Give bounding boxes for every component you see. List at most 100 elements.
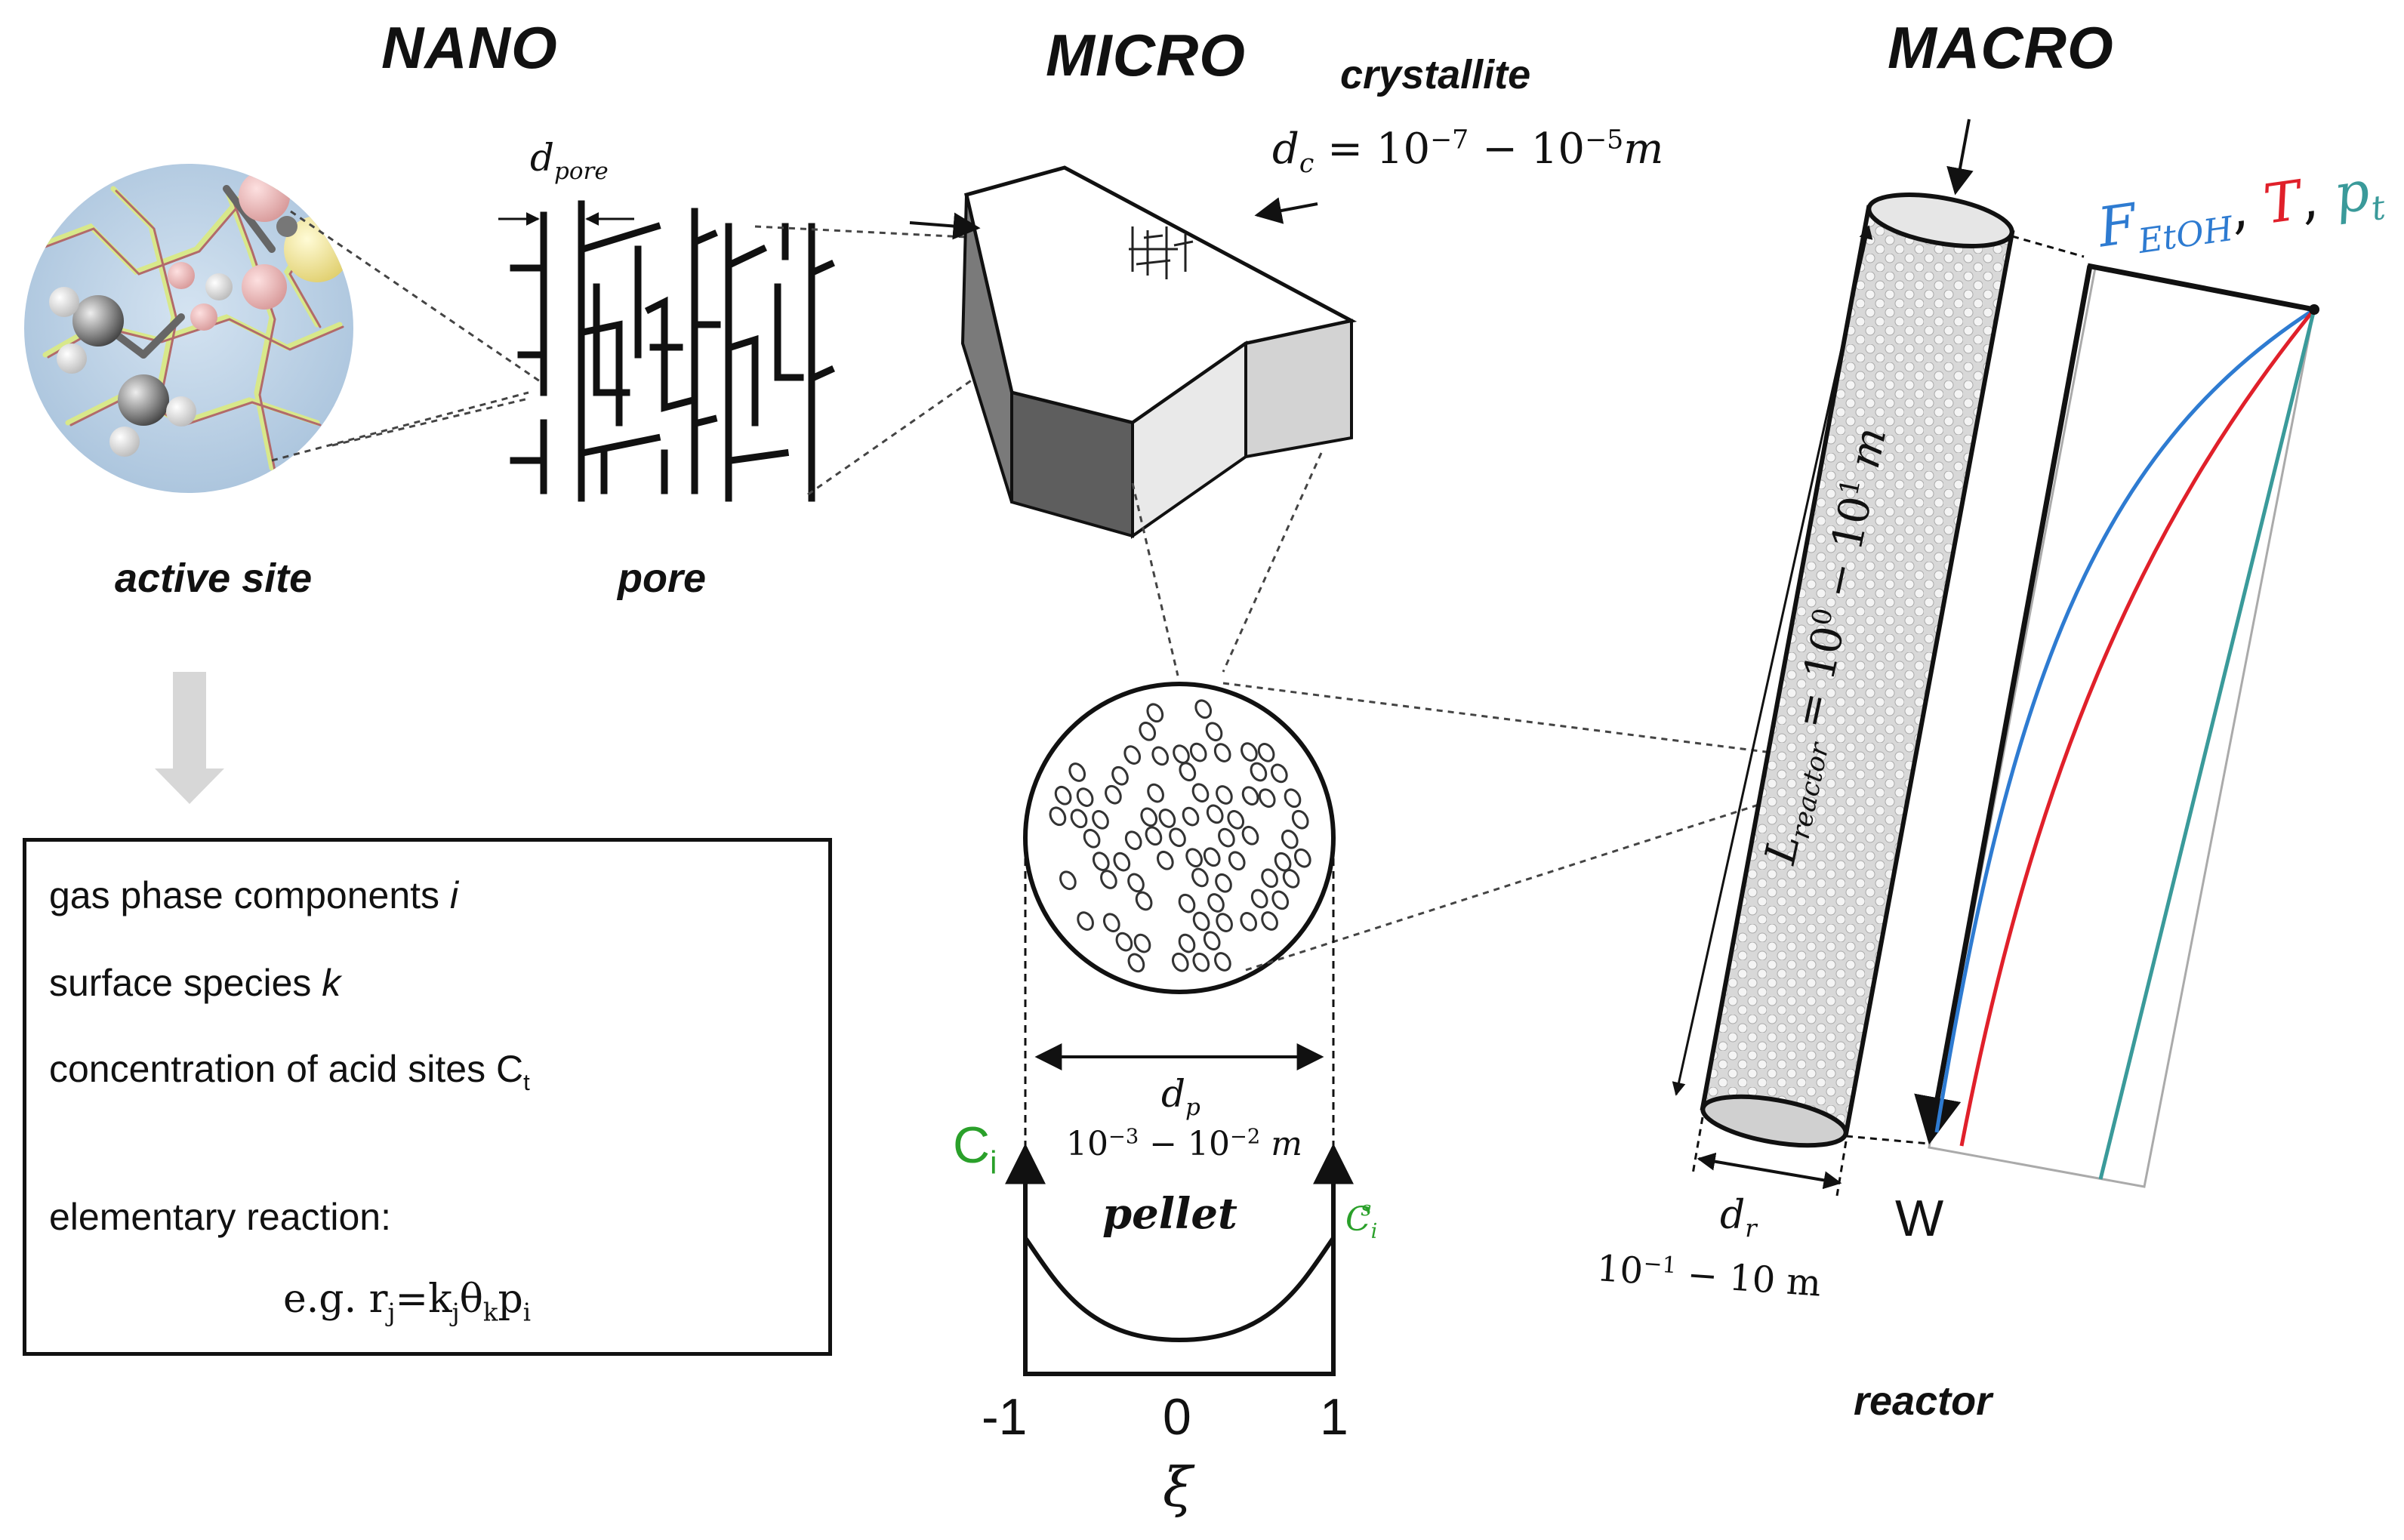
pellet-pore xyxy=(1156,850,1174,870)
pellet-pore xyxy=(1169,827,1186,848)
crystal-size-arrows xyxy=(909,197,1318,240)
pellet-pore xyxy=(1261,911,1278,931)
profile-axis xyxy=(1914,265,2093,1145)
reactor-length-arrow xyxy=(1672,225,1873,1096)
surface-concentration-label: Cis xyxy=(1345,1197,1378,1243)
pore-structure xyxy=(510,200,835,502)
pellet-pore xyxy=(1127,873,1145,893)
info-line-elementary-reaction: elementary reaction: xyxy=(49,1196,392,1238)
pellet-pore xyxy=(1203,847,1221,867)
concentration-label: Ci xyxy=(953,1116,997,1181)
pellet-pore xyxy=(1140,807,1158,827)
reactor-label: reactor xyxy=(1854,1378,1993,1424)
pellet-pore xyxy=(1293,848,1311,868)
pore-size-formula: dpore xyxy=(530,136,609,185)
pellet-profile-plot xyxy=(1005,1143,1354,1376)
pellet-pore xyxy=(1105,784,1122,805)
pellet-pore xyxy=(1218,827,1235,848)
info-line-acid-sites: concentration of acid sites Ct xyxy=(49,1048,530,1095)
crystallite-size-formula: dc = 10−7 − 10−5m xyxy=(1272,125,1664,180)
crystallite-block xyxy=(960,165,1358,539)
pellet-pore xyxy=(1179,762,1197,782)
ethanol-flow-curve xyxy=(1934,307,2316,1133)
pellet-pore xyxy=(1054,785,1072,805)
pellet-pore xyxy=(1261,868,1278,889)
xi-tick-0: 0 xyxy=(1163,1388,1191,1446)
pellet-pore xyxy=(1281,829,1299,849)
pellet-pore xyxy=(1258,788,1276,808)
down-arrow xyxy=(155,672,224,804)
pellet-pore xyxy=(1178,893,1196,913)
pellet-pore xyxy=(1213,743,1231,762)
info-line-gas-components: gas phase components i xyxy=(49,874,459,916)
legend-ethanol-flow: F xyxy=(2094,191,2140,260)
pellet-pore xyxy=(1049,806,1067,827)
crystal-pellet-connectors xyxy=(1131,452,1323,676)
pellet-pore xyxy=(1192,911,1210,932)
pellet-pore xyxy=(1271,890,1290,910)
pellet-pore xyxy=(1059,870,1077,891)
pellet-pore xyxy=(1123,745,1142,765)
pellet-pore xyxy=(1146,703,1164,723)
reactor-inlet-arrow xyxy=(1946,119,1974,196)
profile-top-line xyxy=(2087,263,2315,313)
pellet-pore xyxy=(1203,931,1221,951)
pellet-pore xyxy=(1127,953,1145,973)
pellet-pore xyxy=(1194,699,1213,719)
rate-equation: e.g. rj=kjθkpi xyxy=(283,1277,532,1327)
pellet-pore xyxy=(1185,848,1203,868)
crystallite-label: crystallite xyxy=(1340,52,1531,97)
pellet-particle xyxy=(1023,682,1336,994)
pellet-label: pellet xyxy=(1102,1189,1237,1239)
xi-tick-1: 1 xyxy=(1320,1388,1348,1446)
pellet-diameter-symbol: dp xyxy=(1161,1072,1200,1121)
pellet-pore xyxy=(1241,786,1259,806)
pellet-pore xyxy=(1228,851,1246,871)
info-box: gas phase components i surface species k… xyxy=(23,838,832,1356)
catalyst-mass-label: W xyxy=(1895,1190,1944,1247)
reactor-diameter-symbol: dr xyxy=(1720,1193,1757,1243)
pellet-pore xyxy=(1171,952,1189,972)
pellet-pore xyxy=(1111,765,1129,786)
pellet-diameter-range: 10−3 − 10−2 m xyxy=(1066,1125,1302,1163)
pellet-pore xyxy=(1115,932,1133,952)
temperature-curve xyxy=(1959,308,2316,1147)
xi-axis-label: ξ xyxy=(1163,1455,1193,1519)
pellet-pore xyxy=(1257,743,1275,762)
pellet-pore xyxy=(1215,873,1232,893)
pellet-pore xyxy=(1241,742,1258,762)
pellet-pore xyxy=(1282,869,1300,889)
pellet-pore xyxy=(1214,952,1231,972)
xi-tick-neg1: -1 xyxy=(982,1388,1028,1446)
pellet-pore xyxy=(1151,746,1170,766)
header-macro: MACRO xyxy=(1888,14,2114,81)
pore-label: pore xyxy=(618,556,707,601)
pellet-pore xyxy=(1206,804,1224,824)
pellet-pore xyxy=(1092,810,1109,830)
pellet-pore xyxy=(1189,742,1207,762)
pellet-pore xyxy=(1291,809,1309,830)
reactor-diameter-arrow xyxy=(1697,1152,1842,1190)
active-site-label: active site xyxy=(115,556,313,601)
pellet-pore xyxy=(1139,721,1157,741)
pellet-pore xyxy=(1100,870,1117,889)
pellet-pore xyxy=(1076,787,1094,807)
pellet-pore xyxy=(1191,783,1210,803)
pellet-pore xyxy=(1113,852,1131,872)
pellet-pore xyxy=(1068,762,1086,782)
pellet-pore xyxy=(1241,825,1259,845)
pellet-pore xyxy=(1178,933,1196,953)
pellet-pore xyxy=(1145,826,1163,846)
pellet-pore xyxy=(1250,762,1268,782)
pellet-pore xyxy=(1250,889,1268,909)
pellet-pore xyxy=(1270,763,1288,784)
active-site-illustration xyxy=(24,164,353,493)
pellet-pore xyxy=(1227,810,1245,830)
pellet-pore xyxy=(1182,806,1200,827)
info-line-surface-species: surface species k xyxy=(49,962,341,1004)
pellet-pore xyxy=(1102,913,1120,933)
pellet-pore xyxy=(1147,783,1164,803)
pellet-pore xyxy=(1092,852,1110,871)
pellet-pore xyxy=(1124,830,1142,851)
